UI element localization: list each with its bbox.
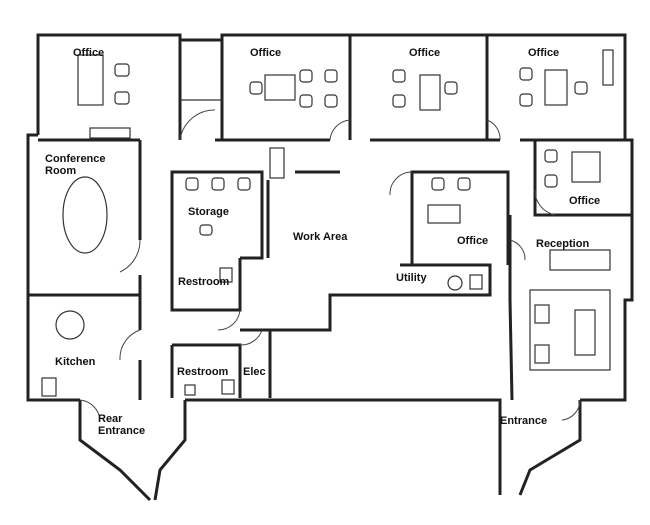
chair [544,149,558,163]
sofa [574,309,596,356]
room-labels: Office Office Office Office Conference R… [45,47,600,437]
chair [237,177,251,191]
cabinet [89,127,131,139]
label-reception: Reception [536,238,589,250]
label-rear-entrance-2: Entrance [98,425,145,437]
chair [444,81,458,95]
desk [571,151,601,183]
label-office-3: Office [409,47,440,59]
shelf [269,147,285,179]
kitchen-table [55,310,85,340]
chair [392,69,406,83]
label-elec: Elec [243,366,266,378]
sink [184,384,196,396]
utility-unit [469,274,483,290]
label-office-4: Office [528,47,559,59]
chair [519,67,533,81]
appliance [41,377,57,397]
desk [264,74,296,101]
label-office-middle: Office [457,235,488,247]
chair [114,63,130,77]
label-work-area: Work Area [293,231,348,243]
label-entrance: Entrance [500,415,547,427]
label-office-right: Office [569,195,600,207]
chair [431,177,445,191]
label-conference-room-1: Conference [45,153,106,165]
toilet [221,379,235,395]
doors [79,109,581,421]
chair [457,177,471,191]
label-kitchen: Kitchen [55,356,96,368]
chair [199,224,213,236]
chair [574,81,588,95]
interior-walls [28,35,632,401]
reception-desk [549,249,611,271]
label-office-2: Office [250,47,281,59]
water-heater [447,275,463,291]
cabinet [602,49,614,86]
toilet [219,267,233,283]
furniture [41,49,614,397]
chair [324,69,338,83]
chair [299,94,313,108]
chair [249,81,263,95]
desk [419,74,441,111]
armchair [534,344,550,364]
label-storage: Storage [188,206,229,218]
desk [427,204,461,224]
chair [185,177,199,191]
conference-table [62,176,108,254]
chair [211,177,225,191]
label-conference-room-2: Room [45,165,76,177]
desk [544,69,568,106]
chair [392,94,406,108]
chair [299,69,313,83]
label-rear-entrance-1: Rear [98,413,123,425]
chair [114,91,130,105]
label-office-1: Office [73,47,104,59]
label-restroom-upper: Restroom [178,276,230,288]
chair [519,93,533,107]
label-utility: Utility [396,272,427,284]
label-restroom-lower: Restroom [177,366,229,378]
desk [77,54,104,106]
chair [324,94,338,108]
chair [544,174,558,188]
armchair [534,304,550,324]
